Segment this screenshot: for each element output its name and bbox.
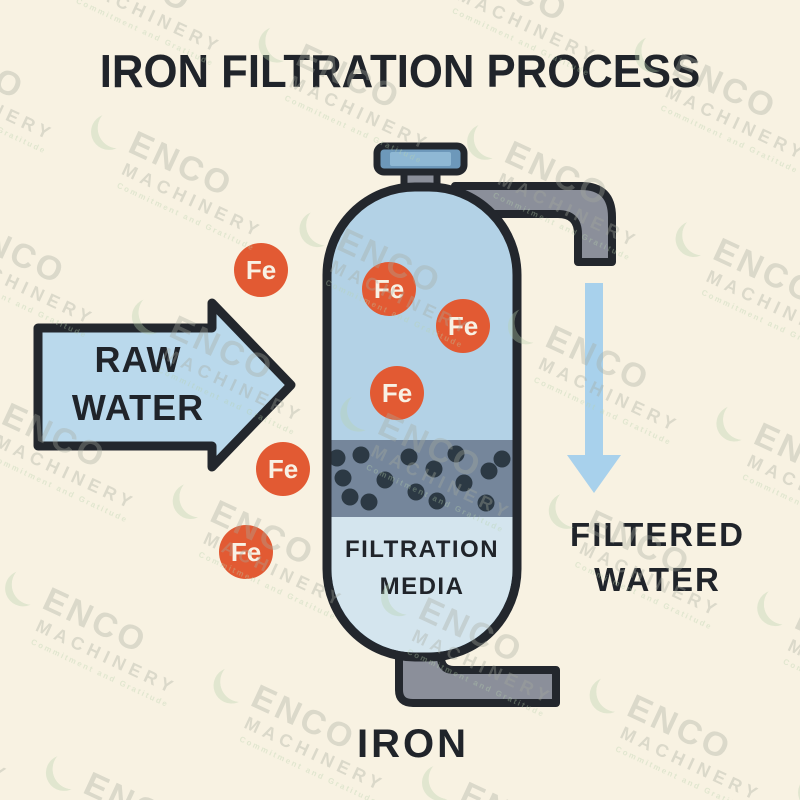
outlet-pipe: [451, 182, 616, 266]
media-dot: [455, 474, 473, 492]
raw-water-line2: WATER: [71, 387, 205, 428]
media-dot: [352, 446, 370, 464]
filtered-water-line2: WATER: [594, 561, 721, 598]
filtration-media-line2: MEDIA: [379, 573, 465, 600]
media-dot: [331, 449, 346, 467]
media-dot: [425, 460, 443, 478]
fe-particle: Fe: [234, 243, 288, 297]
filtration-media-line1: FILTRATION: [344, 536, 500, 563]
filtration-media-label: FILTRATION MEDIA: [332, 531, 512, 605]
raw-water-label: RAW WATER: [40, 336, 236, 432]
raw-water-line1: RAW: [94, 339, 182, 380]
media-dot: [493, 450, 511, 468]
media-dot: [376, 471, 394, 489]
media-dot: [334, 469, 352, 487]
filtered-water-label: FILTERED WATER: [555, 512, 760, 602]
media-dots: [331, 445, 511, 512]
media-dot: [477, 494, 495, 512]
media-dot: [480, 462, 498, 480]
raw-water-arrow: [33, 298, 296, 472]
tank-lower-section: [331, 517, 513, 653]
fe-particle: Fe: [362, 262, 416, 316]
fe-particle: Fe: [436, 299, 490, 353]
media-dot: [428, 492, 446, 510]
filtered-water-line1: FILTERED: [570, 516, 745, 553]
media-dot: [407, 483, 425, 501]
filtered-water-arrow: [567, 283, 621, 493]
media-dot: [447, 445, 465, 463]
tank-cap-inner: [390, 152, 451, 166]
media-dot: [360, 493, 378, 511]
fe-particle: Fe: [219, 525, 273, 579]
media-dot: [400, 448, 418, 466]
media-dot: [341, 488, 359, 506]
page-title: IRON FILTRATION PROCESS: [99, 45, 701, 97]
fe-particle: Fe: [256, 442, 310, 496]
fe-particle: Fe: [370, 366, 424, 420]
iron-label: IRON: [357, 722, 469, 766]
